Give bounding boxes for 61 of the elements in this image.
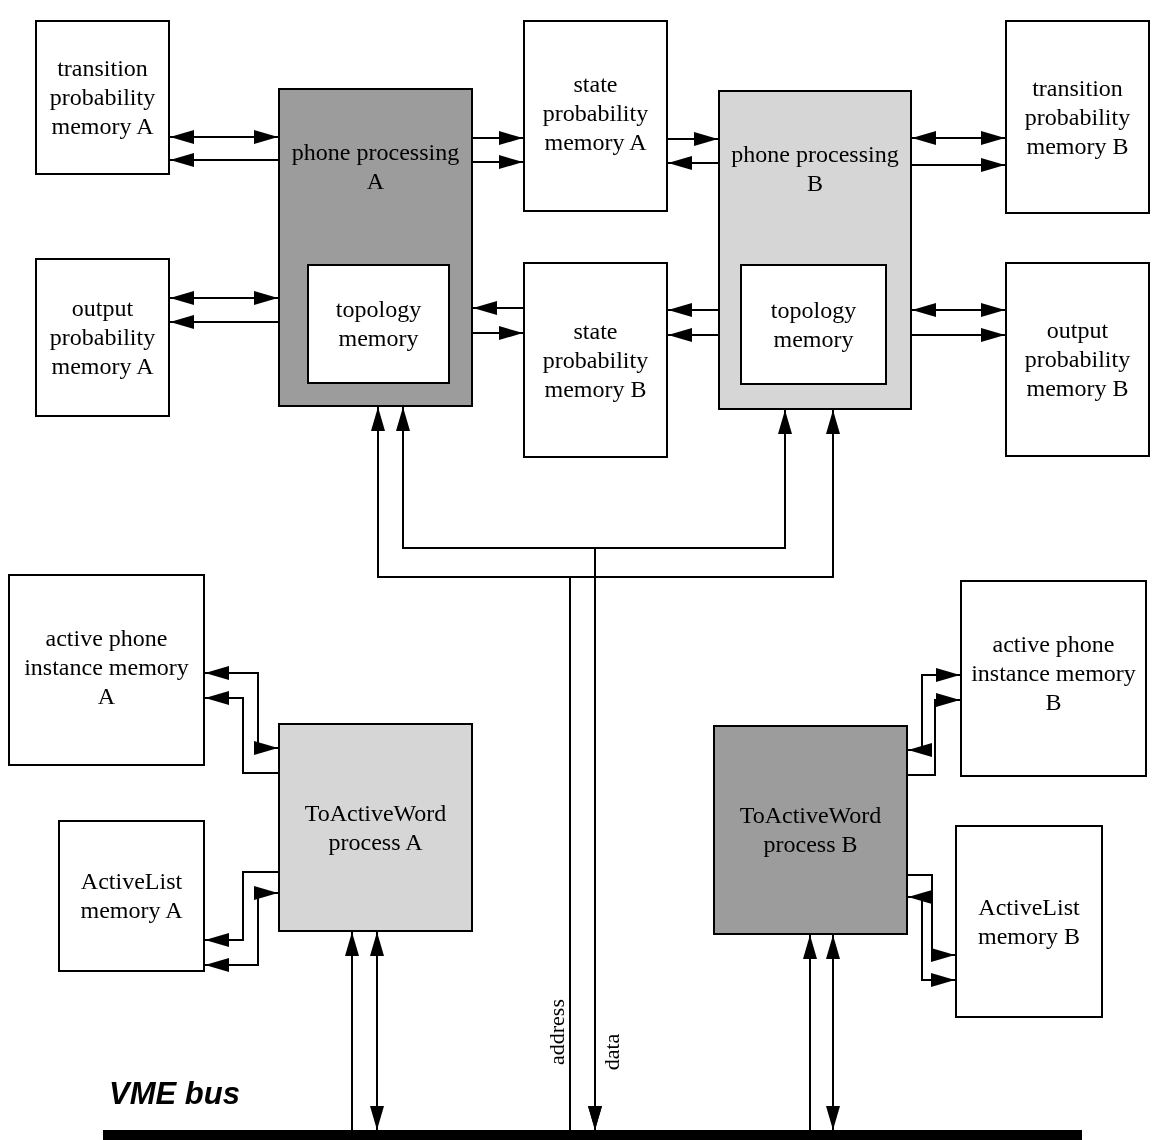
arrow xyxy=(204,666,279,755)
memory-box xyxy=(740,264,887,385)
arrow xyxy=(472,326,524,340)
arrow xyxy=(667,303,719,317)
memory-box xyxy=(307,264,450,384)
arrow xyxy=(911,131,1006,145)
box-label: state probability memory A xyxy=(541,70,650,157)
memory-box xyxy=(1005,20,1150,214)
arrow xyxy=(204,691,279,774)
process-box xyxy=(278,723,473,932)
arrow xyxy=(204,886,279,972)
arrow xyxy=(907,890,956,987)
box-label: topology memory xyxy=(769,295,858,354)
bus-label: VME bus xyxy=(109,1078,240,1109)
box-label: state probability memory B xyxy=(541,316,650,404)
arrow xyxy=(826,934,840,1131)
arrow xyxy=(472,301,524,315)
memory-box xyxy=(58,820,205,972)
arrow xyxy=(907,693,961,776)
box-label: ActiveList memory A xyxy=(79,867,184,925)
memory-box xyxy=(523,20,668,212)
memory-box xyxy=(955,825,1103,1018)
arrow xyxy=(169,153,279,167)
memory-box xyxy=(35,20,170,175)
box-label: output probability memory B xyxy=(1023,316,1132,403)
arrow xyxy=(169,291,279,305)
box-label: transition probability memory A xyxy=(48,54,157,141)
box-label: ToActiveWord process A xyxy=(303,798,448,857)
arrow xyxy=(907,874,956,962)
box-label: output probability memory A xyxy=(48,294,157,381)
arrow xyxy=(667,156,719,170)
arrow xyxy=(169,130,279,144)
box-label: ToActiveWord process B xyxy=(738,801,883,859)
arrow xyxy=(803,934,817,1131)
memory-box xyxy=(8,574,205,766)
box-label: ActiveList memory B xyxy=(977,892,1081,951)
arrow xyxy=(204,871,279,947)
arrow xyxy=(911,328,1006,342)
arrow xyxy=(370,931,384,1131)
arrow xyxy=(907,668,961,757)
arrow xyxy=(345,931,359,1131)
arrow xyxy=(667,328,719,342)
memory-box xyxy=(960,580,1147,777)
arrow xyxy=(911,303,1006,317)
arrow xyxy=(472,155,524,169)
box-label: topology memory xyxy=(334,295,423,353)
process-box xyxy=(278,88,473,407)
box-label: active phone instance memory A xyxy=(23,624,190,711)
arrow xyxy=(472,131,524,145)
memory-box xyxy=(35,258,170,417)
box-label: phone processing B xyxy=(730,140,900,198)
box-label: phone processing A xyxy=(290,138,461,196)
process-box xyxy=(713,725,908,935)
memory-box xyxy=(523,262,668,458)
arrow xyxy=(911,158,1006,172)
memory-box xyxy=(1005,262,1150,457)
box-label: active phone instance memory B xyxy=(970,630,1137,717)
arrow xyxy=(169,315,279,329)
box-label: transition probability memory B xyxy=(1023,73,1132,161)
process-box xyxy=(718,90,912,410)
arrow xyxy=(667,132,719,146)
